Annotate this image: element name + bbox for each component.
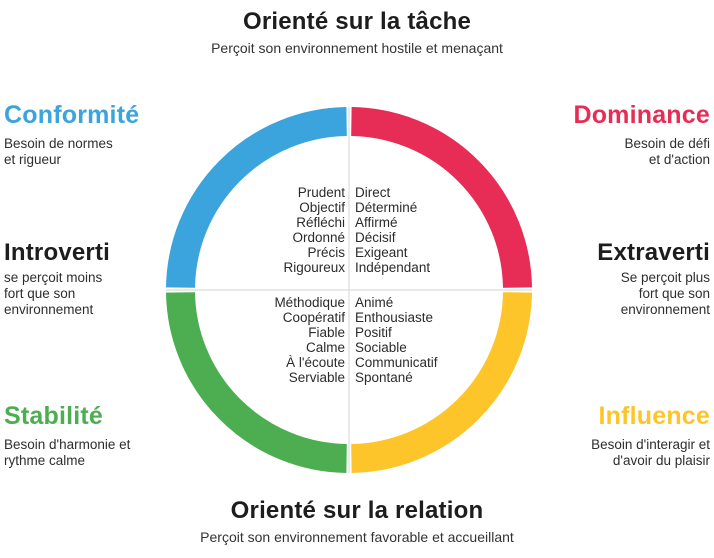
relation-oriented-title: Orienté sur la relation [230, 497, 484, 524]
influence-arc [350, 291, 532, 473]
dominance-arc [350, 107, 532, 289]
stability-description: Besoin d'harmonie et rythme calme [4, 436, 131, 468]
introvert-description: se perçoit moins fort que son environnem… [4, 270, 103, 318]
stability-traits-list: Méthodique Coopératif Fiable Calme À l'é… [274, 295, 345, 385]
influence-traits-list: Animé Enthousiaste Positif Sociable Comm… [355, 295, 438, 385]
relation-oriented-subtitle: Perçoit son environnement favorable et a… [200, 529, 514, 545]
task-oriented-header: Orienté sur la tâche Perçoit son environ… [0, 8, 714, 56]
influence-label-block: Influence Besoin d'interagir et d'avoir … [535, 402, 710, 469]
dominance-label: Dominance [573, 101, 710, 129]
task-oriented-subtitle: Perçoit son environnement hostile et men… [211, 40, 503, 56]
extravert-label-block: Extraverti Se perçoit plus fort que son … [540, 239, 710, 318]
influence-description: Besoin d'interagir et d'avoir du plaisir [591, 436, 710, 468]
conformity-label: Conformité [4, 101, 140, 129]
introvert-label-block: Introverti se perçoit moins fort que son… [4, 239, 164, 318]
conformity-arc [166, 107, 348, 289]
influence-label: Influence [598, 402, 710, 430]
conformity-label-block: Conformité Besoin de normes et rigueur [4, 101, 164, 168]
disc-ring [166, 107, 532, 473]
conformity-traits-list: Prudent Objectif Réfléchi Ordonné Précis… [283, 185, 345, 275]
dominance-description: Besoin de défi et d'action [624, 135, 710, 167]
dominance-traits-list: Direct Déterminé Affirmé Décisif Exigean… [355, 185, 431, 275]
stability-arc [166, 291, 348, 473]
introvert-label: Introverti [4, 239, 111, 266]
dominance-label-block: Dominance Besoin de défi et d'action [540, 101, 710, 168]
stability-label: Stabilité [4, 402, 104, 430]
task-oriented-title: Orienté sur la tâche [242, 8, 472, 35]
extravert-label: Extraverti [597, 239, 710, 266]
conformity-description: Besoin de normes et rigueur [4, 135, 113, 167]
stability-label-block: Stabilité Besoin d'harmonie et rythme ca… [4, 402, 174, 469]
relation-oriented-header: Orienté sur la relation Perçoit son envi… [0, 497, 714, 545]
extravert-description: Se perçoit plus fort que son environneme… [620, 270, 710, 318]
